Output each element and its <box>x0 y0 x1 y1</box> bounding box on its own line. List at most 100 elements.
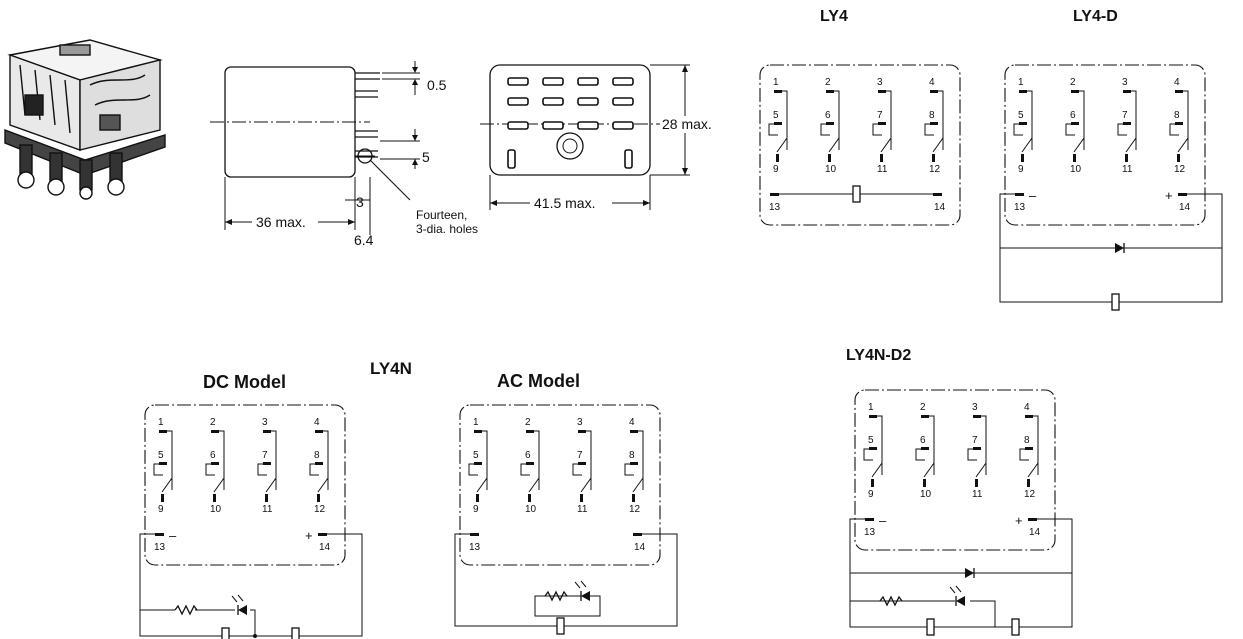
terminal-pad <box>580 494 583 502</box>
minus-sign: – <box>1029 188 1037 203</box>
contact-switch <box>872 123 892 153</box>
terminal-pad <box>869 415 877 418</box>
title-ly4nd2: LY4N-D2 <box>846 347 911 364</box>
terminal-pad <box>880 154 883 162</box>
terminal-label: 7 <box>577 450 583 461</box>
terminal-pad <box>933 193 942 196</box>
terminal-label: 9 <box>773 164 779 175</box>
contact-switch <box>863 448 883 478</box>
title-dc-model: DC Model <box>203 372 286 392</box>
terminal-label: 11 <box>972 489 983 500</box>
terminal-label: 4 <box>929 77 935 88</box>
title-ly4d: LY4-D <box>1073 8 1118 25</box>
plus-sign: + <box>1165 188 1173 203</box>
minus-sign: – <box>169 528 177 543</box>
terminal-label: 12 <box>314 504 326 515</box>
coil-symbol <box>1011 618 1020 636</box>
terminal-label: 8 <box>929 110 935 121</box>
terminal-pad <box>263 430 271 433</box>
terminal-pad <box>161 494 164 502</box>
terminal-label: 7 <box>1122 110 1128 121</box>
resistor-symbol <box>174 604 198 616</box>
terminal-pad <box>1025 415 1033 418</box>
coil-loop <box>849 573 1073 628</box>
junction-dot <box>253 634 257 638</box>
ac-bridge-wire <box>454 588 678 627</box>
holes-note-line2: 3-dia. holes <box>416 222 478 236</box>
terminal-pad <box>1073 154 1076 162</box>
terminal-label: 2 <box>920 402 926 413</box>
terminal-label: 6 <box>1070 110 1076 121</box>
contact-wire <box>886 90 892 150</box>
terminal-pad <box>526 462 534 465</box>
contact-switch <box>1013 123 1033 153</box>
terminal-pad <box>630 430 638 433</box>
terminal-label: 11 <box>877 164 888 175</box>
terminal-pad <box>774 90 782 93</box>
relay-outline <box>1004 64 1206 226</box>
terminal-label: 10 <box>210 504 222 515</box>
contact-switch <box>1117 123 1137 153</box>
terminal-label: 2 <box>210 417 216 428</box>
terminal-label: 4 <box>629 417 635 428</box>
terminal-pad <box>470 533 479 536</box>
terminal-label: 10 <box>1070 164 1082 175</box>
contact-wire <box>1033 415 1039 475</box>
contact-switch <box>624 463 644 493</box>
side-view-drawing: 0.5 5 36 max. 3 6.4 Fourteen, 3-dia. hol… <box>210 61 478 248</box>
terminal-label: 13 <box>1014 202 1026 213</box>
terminal-label: 1 <box>773 77 779 88</box>
terminal-pad <box>1015 193 1024 196</box>
resistor-symbol <box>879 595 903 607</box>
terminal-pad <box>975 479 978 487</box>
contact-switch <box>572 463 592 493</box>
terminal-label: 7 <box>262 450 268 461</box>
terminal-pad <box>317 494 320 502</box>
terminal-label: 6 <box>525 450 531 461</box>
relay-outline <box>459 404 661 566</box>
terminal-pad <box>826 122 834 125</box>
contact-switch <box>309 463 329 493</box>
terminal-pad <box>528 494 531 502</box>
terminal-label: 8 <box>314 450 320 461</box>
terminal-label: 9 <box>868 489 874 500</box>
terminal-pad <box>921 447 929 450</box>
coil-symbol <box>291 627 300 639</box>
terminal-label: 9 <box>158 504 164 515</box>
holes-note-line1: Fourteen, <box>416 208 467 222</box>
terminal-label: 13 <box>154 542 166 553</box>
terminal-label: 5 <box>1018 110 1024 121</box>
terminal-pad <box>932 154 935 162</box>
terminal-label: 1 <box>1018 77 1024 88</box>
contact-wire <box>638 430 644 490</box>
terminal-label: 10 <box>920 489 932 500</box>
terminal-label: 12 <box>929 164 941 175</box>
minus-sign: – <box>879 513 887 528</box>
plus-sign: + <box>305 528 313 543</box>
terminal-label: 2 <box>825 77 831 88</box>
coil-symbol <box>1111 293 1120 311</box>
led-rays <box>949 585 962 594</box>
terminal-pad <box>1177 154 1180 162</box>
terminal-pad <box>1175 90 1183 93</box>
contact-wire <box>929 415 935 475</box>
terminal-pad <box>921 415 929 418</box>
terminal-pad <box>578 462 586 465</box>
terminal-label: 11 <box>577 504 588 515</box>
terminal-pad <box>633 533 642 536</box>
dim-pin-thickness: 0.5 <box>427 77 447 93</box>
contact-switch <box>915 448 935 478</box>
terminal-label: 12 <box>1174 164 1186 175</box>
relay-photo <box>4 39 166 200</box>
terminal-pad <box>476 494 479 502</box>
coil-symbol <box>221 627 230 639</box>
contact-wire <box>981 415 987 475</box>
terminal-pad <box>526 430 534 433</box>
contact-wire <box>219 430 225 490</box>
bottom-view-drawing: 28 max. 41.5 max. <box>480 64 730 212</box>
contact-switch <box>257 463 277 493</box>
terminal-pad <box>1025 447 1033 450</box>
